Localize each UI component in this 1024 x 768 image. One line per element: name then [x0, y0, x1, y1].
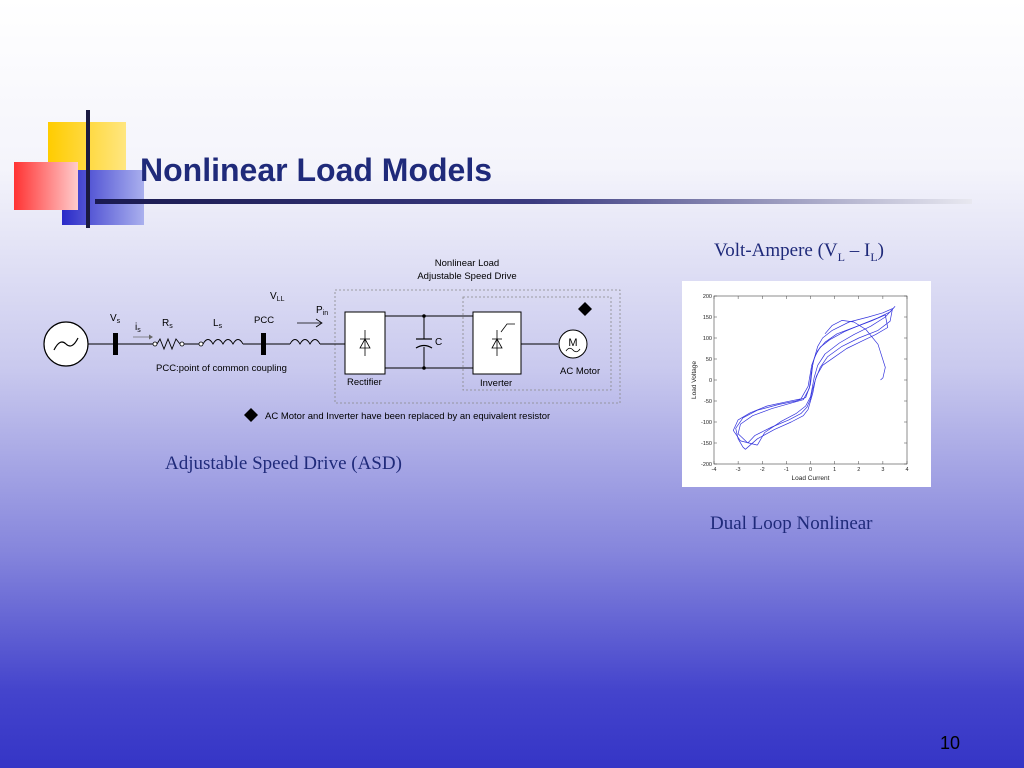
vll-label: VLL — [270, 291, 285, 303]
x-tick-label: 4 — [905, 467, 908, 473]
motor-icon — [558, 329, 588, 359]
inverter-thyristor-icon — [491, 323, 515, 356]
y-tick-label: 100 — [703, 336, 712, 342]
vi-loop-series-2 — [737, 314, 889, 444]
vi-loop-series-1 — [735, 308, 893, 450]
title-decoration — [14, 110, 144, 228]
y-axis-label: Load Voltage — [691, 361, 698, 399]
x-tick-label: 1 — [833, 467, 836, 473]
x-tick-label: -2 — [760, 467, 765, 473]
asd-caption: Adjustable Speed Drive (ASD) — [165, 453, 402, 474]
adjustable-speed-drive-label: Adjustable Speed Drive — [417, 271, 516, 282]
vi-plot-panel: -4 -3 -2 -1 0 1 2 3 4 200 150 100 50 0 -50 -100 -150 -200… — [682, 281, 931, 487]
slide-title: Nonlinear Load Models — [140, 152, 493, 188]
ac-source-icon — [43, 321, 89, 367]
x-tick-label: -3 — [736, 467, 741, 473]
x-tick-label: -1 — [784, 467, 789, 473]
asd-circuit-diagram: Nonlinear Load Adjustable Speed Drive Vs… — [43, 258, 621, 422]
motor-symbol-label: M — [568, 337, 577, 349]
vs-bus-bar — [113, 333, 118, 355]
nonlinear-load-label: Nonlinear Load — [435, 258, 499, 269]
vi-loop-series-3 — [732, 306, 896, 446]
ac-motor-label: AC Motor — [560, 366, 600, 377]
rectifier-label: Rectifier — [347, 377, 382, 388]
load-boundary — [334, 289, 621, 404]
rs-resistor — [156, 337, 181, 351]
rs-label: Rs — [162, 318, 173, 330]
diamond-icon — [578, 302, 592, 316]
vi-loop-series-4 — [824, 320, 886, 381]
pin-label: Pin — [316, 305, 328, 317]
x-tick-label: 2 — [857, 467, 860, 473]
inverter-motor-boundary — [462, 296, 612, 391]
deco-vertical-bar — [86, 110, 90, 228]
capacitor-label: C — [435, 337, 442, 348]
is-label: is — [135, 322, 141, 334]
capacitor-plate-bottom — [415, 344, 433, 349]
dual-loop-caption: Dual Loop Nonlinear — [710, 513, 873, 534]
ls-label: Ls — [213, 318, 223, 330]
y-tick-label: 0 — [709, 378, 712, 384]
rectifier-diode-icon — [359, 330, 371, 356]
x-tick-label: -4 — [712, 467, 717, 473]
title-underline — [95, 199, 972, 204]
pcc-bus-bar — [261, 333, 266, 355]
pcc-label: PCC — [254, 315, 274, 326]
vs-label: Vs — [110, 313, 121, 325]
ls-inductor — [202, 339, 244, 345]
volt-ampere-title: Volt-Ampere (VL – IL) — [714, 240, 884, 264]
x-tick-label: 3 — [881, 467, 884, 473]
y-tick-label: 150 — [703, 315, 712, 321]
slide-number: 10 — [939, 733, 961, 753]
vi-plot: -4 -3 -2 -1 0 1 2 3 4 200 150 100 50 0 -50 -100 -150 -200… — [691, 294, 909, 482]
y-tick-label: 50 — [706, 357, 712, 363]
x-tick-label: 0 — [809, 467, 812, 473]
y-tick-label: 200 — [703, 294, 712, 300]
pcc-note: PCC:point of common coupling — [156, 363, 287, 374]
y-tick-label: -200 — [701, 462, 712, 468]
inverter-label: Inverter — [480, 378, 512, 389]
diamond-icon — [244, 408, 258, 422]
y-tick-label: -100 — [701, 420, 712, 426]
line-inductor — [289, 339, 321, 345]
y-tick-label: -150 — [701, 441, 712, 447]
equivalent-resistor-note: AC Motor and Inverter have been replaced… — [265, 411, 550, 422]
x-axis-label: Load Current — [792, 475, 830, 482]
deco-red-square — [14, 162, 78, 210]
y-tick-label: -50 — [704, 399, 712, 405]
